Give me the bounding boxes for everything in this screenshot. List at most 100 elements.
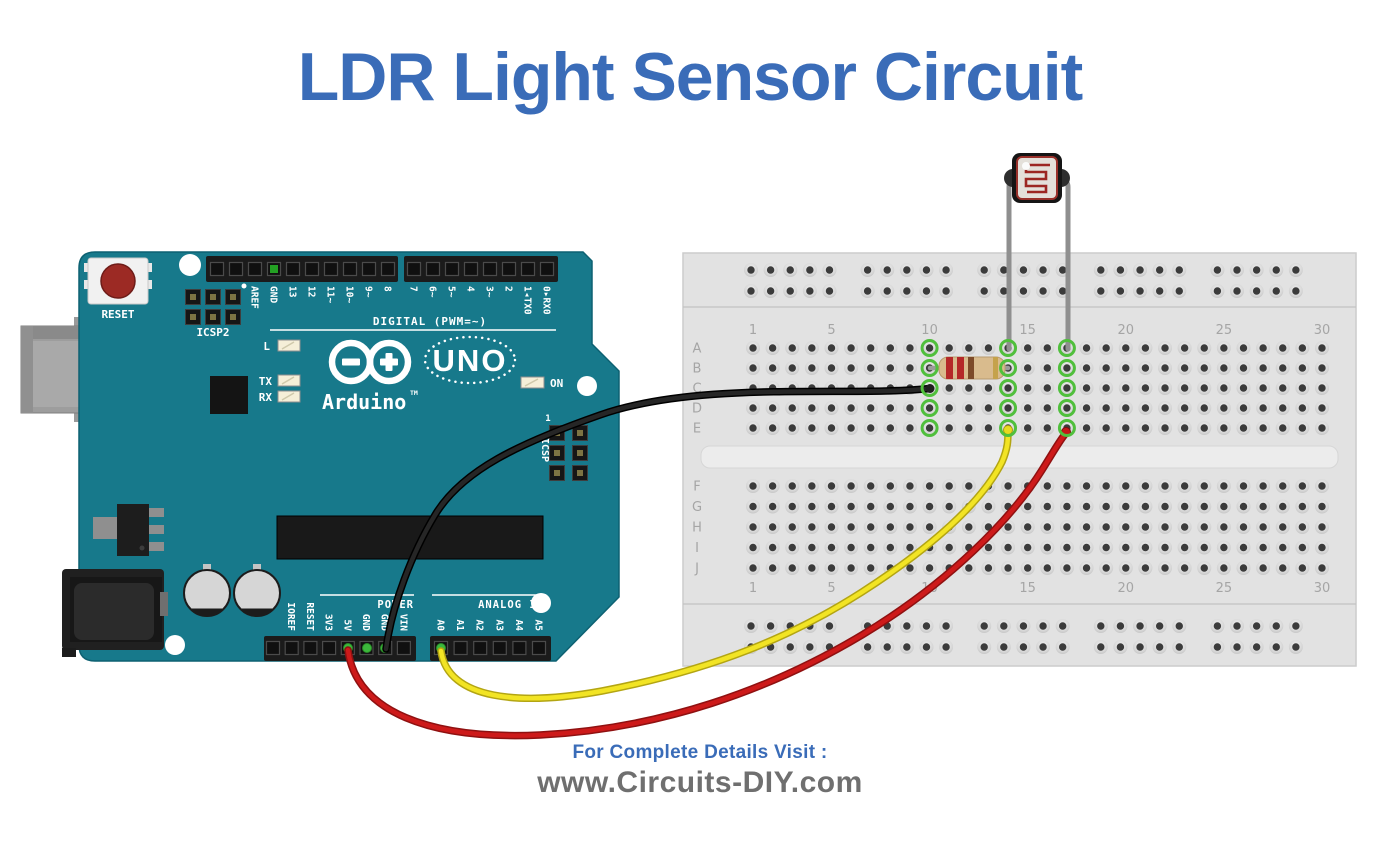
mounting-hole [179, 254, 201, 276]
breadboard-hole [965, 404, 973, 412]
breadboard-hole [847, 424, 855, 432]
breadboard-hole [1102, 384, 1110, 392]
breadboard-hole [1039, 622, 1047, 630]
breadboard-hole [1102, 502, 1110, 511]
breadboard-hole [1043, 564, 1052, 572]
breadboard-hole [1213, 266, 1222, 274]
breadboard-hole [1175, 287, 1183, 295]
breadboard-hole [867, 523, 875, 531]
breadboard-hole [1043, 404, 1052, 412]
capacitor [233, 564, 281, 617]
breadboard-hole [1259, 564, 1267, 572]
power-jack [62, 569, 168, 657]
row-letter: D [692, 402, 702, 417]
breadboard-hole [906, 482, 914, 490]
pin-label: GND [379, 614, 390, 631]
pin-label: A0 [435, 620, 446, 632]
breadboard-hole [786, 287, 794, 295]
breadboard-hole [867, 424, 875, 432]
breadboard-hole [1239, 482, 1248, 490]
breadboard-hole [1272, 266, 1280, 274]
row-letter: B [693, 362, 702, 377]
breadboard-hole [1122, 404, 1130, 412]
breadboard-hole [867, 344, 875, 352]
plus-icon [385, 353, 393, 371]
breadboard-hole [945, 482, 953, 490]
breadboard-hole [1298, 424, 1307, 432]
highlight-ring [1057, 359, 1076, 377]
breadboard-hole [1298, 502, 1307, 511]
breadboard-hole [1004, 384, 1012, 392]
voltage-regulator [93, 504, 164, 556]
breadboard-hole [1004, 523, 1012, 531]
breadboard-hole [1043, 502, 1052, 511]
breadboard-hole [768, 364, 777, 372]
breadboard-hole [1023, 543, 1032, 552]
breadboard-hole [1318, 424, 1326, 432]
breadboard-hole [788, 424, 796, 432]
breadboard-hole [1122, 424, 1130, 432]
highlight-ring [920, 379, 939, 397]
breadboard-hole [749, 523, 757, 531]
breadboard-hole [1239, 384, 1248, 392]
breadboard-hole [1239, 523, 1248, 531]
mounting-hole [165, 635, 185, 655]
breadboard-hole [1239, 344, 1248, 352]
breadboard-hole [1023, 424, 1032, 432]
breadboard-hole [1161, 502, 1169, 511]
pin-label: 13 [287, 286, 298, 298]
breadboard-hole [1180, 564, 1189, 572]
signal-wire [438, 428, 1011, 701]
breadboard-hole [906, 424, 914, 432]
breadboard-center-channel [700, 445, 1339, 469]
breadboard-hole [1082, 404, 1091, 412]
capacitor [183, 564, 231, 617]
breadboard-hole [808, 502, 816, 511]
row-letter: A [693, 342, 702, 357]
breadboard-hole [1180, 502, 1189, 511]
header-pin [406, 261, 422, 277]
header-pin [512, 640, 527, 656]
icsp-pin-contact [190, 314, 196, 320]
header-pin [265, 640, 281, 656]
breadboard-hole [1102, 543, 1110, 552]
breadboard-hole [922, 266, 931, 274]
column-number: 5 [827, 581, 835, 596]
breadboard-hole [827, 502, 836, 511]
breadboard-hole [1200, 344, 1208, 352]
breadboard-hole [1023, 384, 1032, 392]
pin-label: 3~ [484, 286, 495, 298]
breadboard-hole [1082, 364, 1091, 372]
breadboard-hole [749, 344, 757, 352]
breadboard-hole [1220, 384, 1228, 392]
breadboard-hole [808, 482, 816, 490]
breadboard-hole [1272, 643, 1280, 651]
breadboard-hole [1122, 364, 1130, 372]
breadboard-hole [1298, 344, 1307, 352]
breadboard-hole [1141, 523, 1150, 531]
breadboard-hole [1180, 344, 1189, 352]
breadboard-hole [1220, 424, 1228, 432]
breadboard-hole [1220, 482, 1228, 490]
breadboard-hole [1043, 344, 1052, 352]
pin-label: RESET [304, 602, 315, 631]
breadboard-hole [1220, 344, 1228, 352]
breadboard-hole [942, 622, 950, 630]
breadboard-hole [925, 564, 934, 572]
breadboard-hole [827, 424, 836, 432]
breadboard-hole [1141, 404, 1150, 412]
breadboard-hole [886, 364, 895, 372]
breadboard-hole [906, 543, 914, 552]
breadboard-hole [788, 543, 796, 552]
breadboard-hole [984, 424, 993, 432]
breadboard-hole [1252, 287, 1261, 295]
header-pin [361, 261, 377, 277]
breadboard-hole [847, 523, 855, 531]
breadboard-hole [1058, 287, 1067, 295]
breadboard-hole [925, 404, 934, 412]
breadboard-hole [925, 482, 934, 490]
breadboard-hole [847, 564, 855, 572]
breadboard-hole [808, 424, 816, 432]
breadboard-hole [1279, 384, 1287, 392]
breadboard-hole [788, 502, 796, 511]
